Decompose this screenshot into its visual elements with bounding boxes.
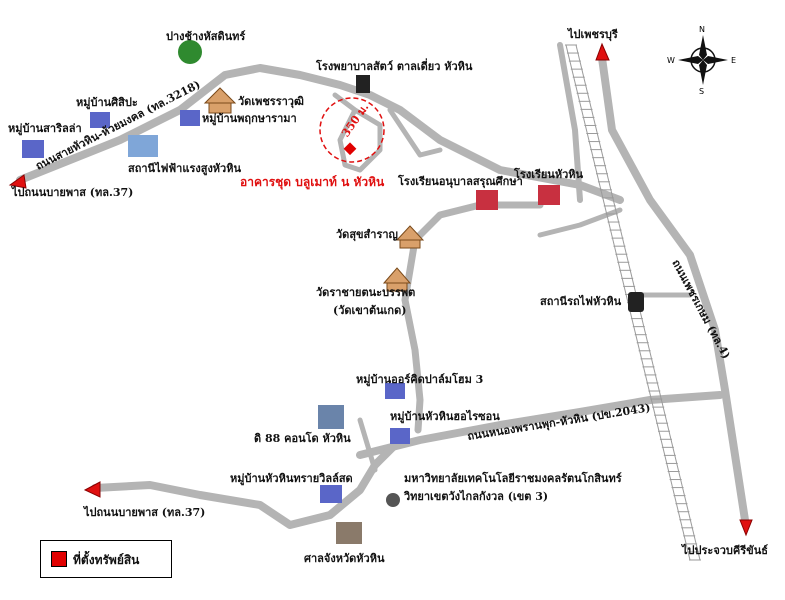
compass-s: S	[699, 87, 704, 96]
label-to-bypass-bottom: ไปถนนบายพาส (ทล.37)	[84, 506, 206, 519]
person-icon	[386, 493, 400, 507]
arrow-south	[739, 519, 753, 537]
label-station: สถานีรถไฟหัวหิน	[540, 295, 622, 308]
road-label-4: ถนนเพชรเกษม (ทล.4)	[669, 257, 732, 361]
train-icon	[628, 292, 644, 312]
label-condo: ดิ 88 คอนโด หัวหิน	[254, 432, 351, 445]
label-school-huahin: โรงเรียนหัวหิน	[514, 168, 584, 181]
label-mb-hillside: หมู่บ้านหัวหินฮอไรซอน	[390, 410, 500, 423]
label-wat-suksaran: วัดสุขสำราญ	[336, 228, 398, 241]
compass-w: W	[667, 56, 675, 65]
village-icon	[22, 110, 410, 503]
property-distance: 350 ม.	[339, 101, 371, 139]
label-wat-chainakhon-2: (วัดเขาต้นเกด)	[333, 304, 407, 317]
substation-icon	[128, 135, 158, 157]
label-to-prachuap: ไปประจวบคีรีขันธ์	[682, 544, 768, 557]
label-wat-phetcharawut: วัดเพชรราวุฒิ	[238, 95, 304, 108]
road-loop-2	[387, 107, 443, 158]
road-bottom-2	[357, 417, 378, 473]
label-property: อาคารชุด บลูเมาท์ น หัวหิน	[240, 175, 385, 189]
arrows	[8, 42, 753, 537]
road-loop	[332, 92, 383, 173]
tree-icon	[178, 40, 202, 64]
arrow-west-bottom	[83, 481, 101, 498]
label-pangchang: ปางช้างหัสดินทร์	[166, 30, 246, 43]
label-court: ศาลจังหวัดหัวหิน	[304, 552, 385, 565]
road-phetkasem	[598, 54, 749, 524]
compass-n: N	[699, 25, 705, 34]
property-radius	[319, 97, 385, 163]
label-hospital: โรงพยาบาลสัตว์ ตาลเดี่ยว หัวหิน	[316, 60, 473, 73]
temple-icon	[203, 87, 425, 292]
label-to-phetchaburi: ไปเพชรบุรี	[568, 28, 618, 41]
court-icon	[336, 522, 362, 544]
label-to-bypass-top: ไปถนนบายพาส (ทล.37)	[12, 186, 134, 199]
label-substation: สถานีไฟฟ้าแรงสูงหัวหิน	[128, 162, 242, 175]
label-wat-chainakhon-1: วัดราชายตนะบรรพต	[316, 286, 416, 299]
label-university-2: วิทยาเขตวังไกลกังวล (เขต 3)	[404, 490, 549, 503]
compass: N S W E	[667, 25, 736, 96]
label-mb-sisuk: หมู่บ้านศิสิปะ	[76, 96, 138, 109]
condo-icon	[318, 405, 344, 429]
arrow-west-top	[8, 174, 27, 189]
road-bottom	[91, 441, 399, 529]
label-kindergarten: โรงเรียนอนุบาลสรุณศึกษา	[398, 175, 523, 188]
label-mb-saraya: หมู่บ้านสาริลล่า	[8, 122, 82, 135]
label-mb-orchid: หมู่บ้านออร์คิดปาล์มโฮม 3	[356, 373, 484, 386]
legend: ที่ตั้งทรัพย์สิน	[40, 540, 172, 578]
arrow-north	[595, 42, 610, 61]
school-icon	[476, 185, 560, 210]
road-phetkasem-branch	[557, 42, 583, 203]
icons	[22, 40, 644, 544]
label-university-1: มหาวิทยาลัยเทคโนโลยีราชมงคลรัตนโกสินทร์	[404, 472, 622, 485]
legend-label: ที่ตั้งทรัพย์สิน	[73, 553, 140, 567]
road-central	[401, 201, 544, 434]
label-mb-trivillage: หมู่บ้านหัวหินทรายวิลล์สด	[230, 472, 353, 485]
compass-e: E	[731, 56, 736, 65]
hospital-icon	[356, 75, 370, 93]
label-mb-phrueksa: หมู่บ้านพฤกษารามา	[202, 112, 297, 125]
legend-marker	[51, 551, 67, 567]
property-marker[interactable]	[343, 142, 357, 156]
